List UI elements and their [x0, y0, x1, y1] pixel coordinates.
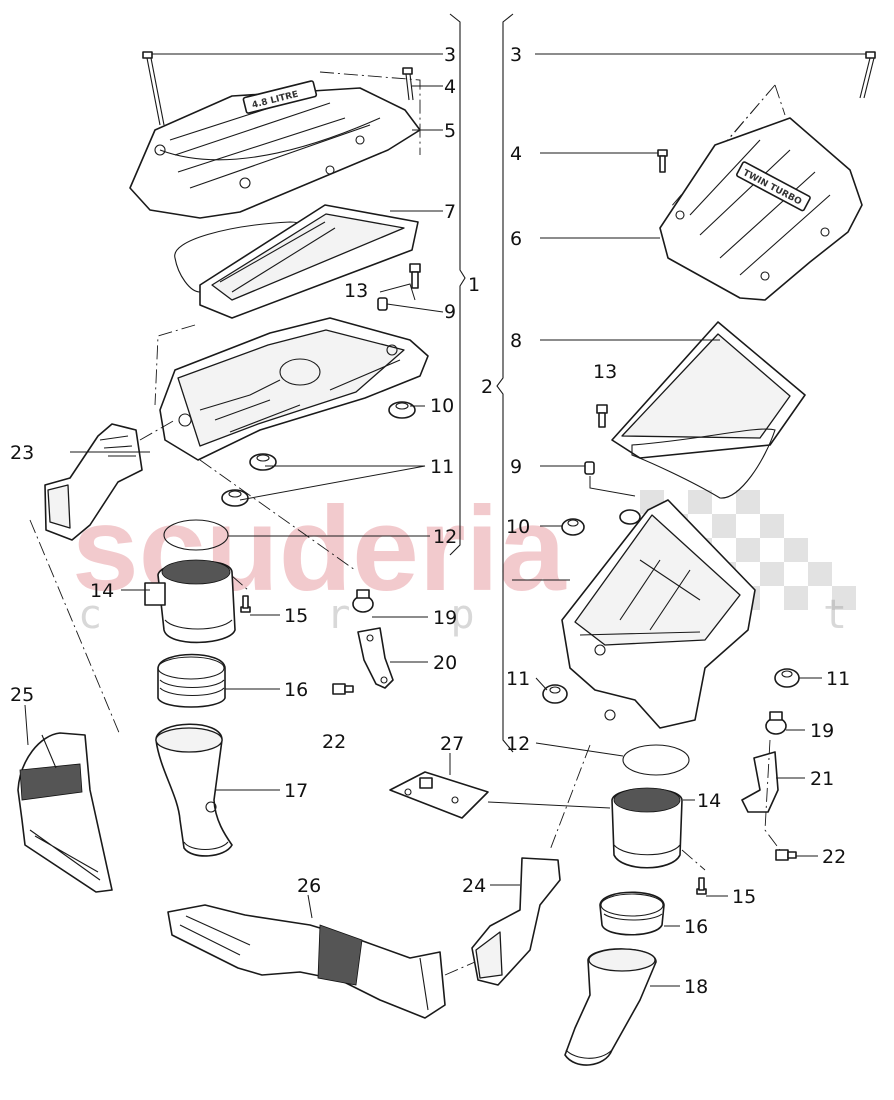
- callout-l19: 19: [433, 607, 457, 629]
- callout-l1: 1: [468, 274, 480, 296]
- group-bracket-1: [449, 13, 466, 556]
- callout-r2: 2: [481, 376, 493, 398]
- callout-l4: 4: [444, 76, 456, 98]
- left-grommet-19: [352, 589, 374, 613]
- left-maf-sensor-14: [144, 559, 236, 644]
- left-air-filter-cover: [129, 87, 421, 219]
- right-duct-24: [471, 857, 561, 986]
- callout-labels: 3 4 5 7 13 9 1 10 23 11 12 14 15 19 20 1…: [10, 44, 850, 998]
- callout-l9: 9: [444, 301, 456, 323]
- left-air-filter-housing: [159, 317, 429, 461]
- left-o-ring-12: [163, 519, 229, 551]
- callout-r12: 12: [506, 733, 530, 755]
- callout-l17: 17: [284, 780, 308, 802]
- right-duct-26: [167, 904, 446, 1019]
- left-housing-dash: [154, 324, 196, 406]
- right-maf-sensor-14: [611, 787, 683, 869]
- callout-r27: 27: [440, 733, 464, 755]
- callout-l16: 16: [284, 679, 308, 701]
- callout-l15: 15: [284, 605, 308, 627]
- right-o-ring-12: [622, 744, 690, 776]
- left-bolt-22: [332, 683, 354, 695]
- left-clip-9: [377, 297, 388, 311]
- callout-l25: 25: [10, 684, 34, 706]
- right-grommet-11b: [774, 668, 800, 688]
- callout-r10: 10: [506, 516, 530, 538]
- callout-l7: 7: [444, 201, 456, 223]
- left-duct-dash: [29, 419, 176, 736]
- callout-r11a: 11: [506, 668, 530, 690]
- left-bracket-20: [357, 627, 394, 689]
- left-grommet-11a: [249, 453, 277, 471]
- left-grommet-10: [388, 401, 416, 419]
- callout-r11b: 11: [826, 668, 850, 690]
- right-screw-15: [696, 877, 707, 895]
- callout-r9: 9: [510, 456, 522, 478]
- left-air-filter-element: [199, 204, 419, 319]
- callout-l11: 11: [430, 456, 454, 478]
- left-screw-15: [240, 595, 251, 613]
- left-duct-25: [17, 732, 113, 893]
- right-duct-dash: [444, 961, 476, 976]
- callout-r24: 24: [462, 875, 486, 897]
- callout-r4: 4: [510, 143, 522, 165]
- callout-r3: 3: [510, 44, 522, 66]
- right-bracket-21: [741, 751, 779, 813]
- left-maf-dash: [199, 459, 356, 591]
- callout-l22: 22: [322, 731, 346, 753]
- callout-r21: 21: [810, 768, 834, 790]
- left-bolt-4: [402, 67, 414, 101]
- right-filter-seal: [631, 428, 776, 499]
- callout-r8: 8: [510, 330, 522, 352]
- right-grommet-10: [561, 518, 585, 536]
- right-air-filter-element-8: [611, 321, 806, 459]
- callout-r19: 19: [810, 720, 834, 742]
- left-coupler-16: [157, 653, 226, 708]
- callout-l13: 13: [344, 280, 368, 302]
- callout-r22: 22: [822, 846, 846, 868]
- callout-l10: 10: [430, 395, 454, 417]
- callout-r15: 15: [732, 886, 756, 908]
- callout-r26: 26: [297, 875, 321, 897]
- right-grommet-11a: [542, 684, 568, 704]
- right-screw-13: [596, 404, 608, 428]
- right-bolt-4: [657, 149, 668, 173]
- callout-r6: 6: [510, 228, 522, 250]
- leader-r13-9: [589, 476, 636, 497]
- group-bracket-2: [496, 13, 514, 753]
- callout-l3: 3: [444, 44, 456, 66]
- callout-l23: 23: [10, 442, 34, 464]
- right-bolt-3: [859, 51, 876, 99]
- right-coupler-16: [599, 891, 665, 936]
- callout-l14: 14: [90, 580, 114, 602]
- right-clip-9: [584, 461, 595, 475]
- right-bolt-22: [775, 849, 797, 861]
- right-air-filter-housing: [561, 499, 756, 729]
- callout-l5: 5: [444, 120, 456, 142]
- callout-r18: 18: [684, 976, 708, 998]
- right-grommet-19: [765, 711, 787, 735]
- right-bracket-dash: [764, 739, 781, 851]
- right-heat-shield-27: [389, 771, 489, 819]
- left-intake-hose-17: [155, 723, 233, 857]
- left-bolt-3: [142, 51, 165, 126]
- leader-13-9: [379, 283, 416, 301]
- right-intake-hose-18: [564, 948, 657, 1066]
- leader-r27: [487, 801, 611, 809]
- left-screw-13: [409, 263, 421, 289]
- callout-r16: 16: [684, 916, 708, 938]
- callout-r13: 13: [593, 361, 617, 383]
- right-air-filter-cover: [659, 117, 863, 301]
- callout-l20: 20: [433, 652, 457, 674]
- right-grommet-top: [619, 509, 641, 525]
- leader-lines: [24, 53, 866, 987]
- callout-l12: 12: [433, 526, 457, 548]
- left-duct-23: [44, 423, 143, 541]
- left-grommet-11b: [221, 489, 249, 507]
- right-maf-dash: [549, 744, 706, 871]
- callout-r14: 14: [697, 790, 721, 812]
